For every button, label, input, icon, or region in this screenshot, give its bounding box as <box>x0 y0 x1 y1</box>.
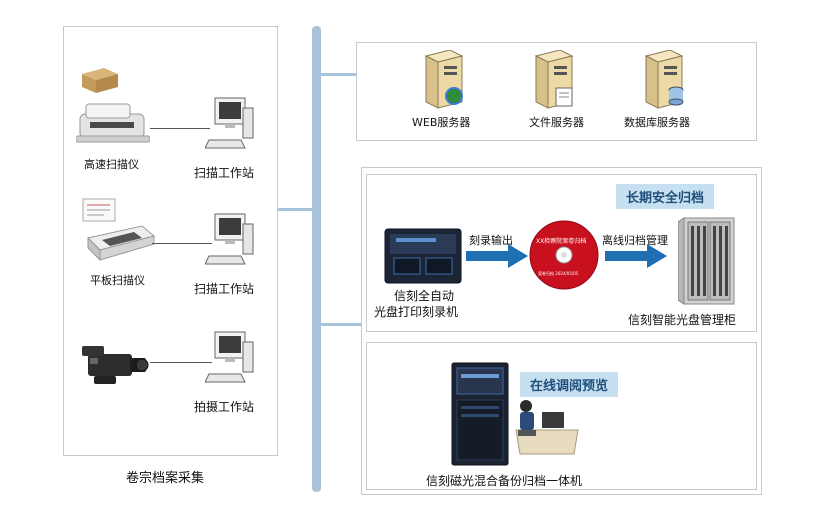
burner-label-line1: 信刻全自动 <box>394 289 455 303</box>
burner-label-line2: 光盘打印刻录机 <box>374 305 459 319</box>
cabinet-label: 信刻智能光盘管理柜 <box>628 313 737 327</box>
server-label-file: 文件服务器 <box>529 116 584 129</box>
video-camera-icon <box>80 340 150 386</box>
server-label-database: 数据库服务器 <box>624 116 690 129</box>
right-arrow-icon <box>605 244 667 268</box>
connector-line-1 <box>150 128 210 129</box>
arrow-label-offline-archive: 离线归档管理 <box>602 234 668 247</box>
disc-title-text: XX检察院案卷归档 <box>536 238 587 245</box>
file-server-icon <box>530 50 578 112</box>
network-backbone <box>312 26 321 492</box>
workstation-computer-icon <box>205 96 257 154</box>
device-label-flatbed-scanner: 平板扫描仪 <box>90 274 145 287</box>
server-label-web: WEB服务器 <box>412 116 471 129</box>
connector-line-2 <box>152 243 212 244</box>
web-server-icon <box>420 50 468 112</box>
workstation-label: 扫描工作站 <box>194 282 255 296</box>
long-term-archive-badge: 长期安全归档 <box>616 184 715 209</box>
arrow-label-burn-output: 刻录输出 <box>469 234 513 247</box>
branch-archive <box>320 323 363 326</box>
flatbed-scanner-icon <box>82 222 156 266</box>
workstation-computer-icon <box>205 330 257 388</box>
operator-desk-icon <box>512 396 582 458</box>
connector-line-3 <box>150 362 212 363</box>
box-icon <box>80 64 120 94</box>
branch-servers <box>320 73 357 76</box>
disc-burner-icon <box>384 228 462 284</box>
workstation-computer-icon <box>205 212 257 270</box>
branch-capture <box>278 208 314 211</box>
optical-disc-icon <box>529 220 599 290</box>
capture-panel-title: 卷宗档案采集 <box>126 471 205 486</box>
right-arrow-icon <box>466 244 528 268</box>
high-speed-scanner-icon <box>76 100 150 146</box>
archive-appliance-icon <box>451 362 509 466</box>
disc-cabinet-icon <box>678 214 740 306</box>
workstation-label: 扫描工作站 <box>194 166 255 180</box>
document-icon <box>82 198 116 222</box>
appliance-label: 信刻磁光混合备份归档一体机 <box>426 474 583 488</box>
device-label-high-speed-scanner: 高速扫描仪 <box>84 158 139 171</box>
database-server-icon <box>640 50 688 112</box>
disc-subline-text: 案卷归档 2024/05/05 <box>538 271 579 276</box>
workstation-label: 拍摄工作站 <box>194 400 255 414</box>
online-preview-badge: 在线调阅预览 <box>520 372 619 397</box>
